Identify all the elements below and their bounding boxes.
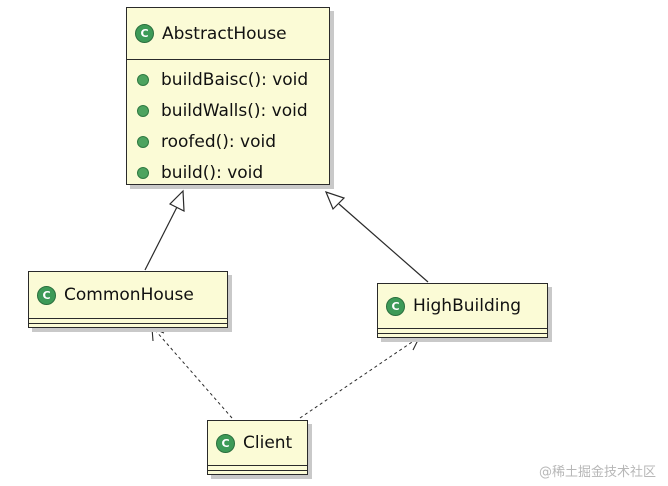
divider xyxy=(29,323,227,324)
class-icon: C xyxy=(37,285,56,305)
method-item: build(): void xyxy=(127,157,329,188)
class-header-abstract-house: C AbstractHouse xyxy=(127,8,329,59)
divider xyxy=(29,318,227,319)
divider xyxy=(208,465,307,466)
dependency-client-to-high xyxy=(299,337,420,419)
class-icon: C xyxy=(216,433,235,453)
dependency-client-to-common xyxy=(151,327,233,419)
method-item: buildWalls(): void xyxy=(127,95,329,126)
public-method-icon xyxy=(137,104,149,117)
divider xyxy=(378,333,547,334)
divider xyxy=(208,470,307,471)
method-signature: buildBaisc(): void xyxy=(161,69,309,90)
public-method-icon xyxy=(137,166,149,179)
method-signature: buildWalls(): void xyxy=(161,100,308,121)
public-method-icon xyxy=(137,73,149,86)
generalization-common-to-abstract xyxy=(144,189,185,271)
generalization-high-to-abstract xyxy=(324,191,429,283)
method-item: roofed(): void xyxy=(127,126,329,157)
method-item: buildBaisc(): void xyxy=(127,64,329,95)
class-name: CommonHouse xyxy=(64,285,194,305)
class-header-high-building: C HighBuilding xyxy=(378,284,547,328)
class-name: Client xyxy=(243,433,293,453)
method-signature: build(): void xyxy=(161,162,264,183)
public-method-icon xyxy=(137,135,149,148)
class-abstract-house[interactable]: C AbstractHouse buildBaisc(): void build… xyxy=(126,7,330,185)
divider xyxy=(378,328,547,329)
class-icon: C xyxy=(135,24,154,43)
method-signature: roofed(): void xyxy=(161,131,277,152)
class-high-building[interactable]: C HighBuilding xyxy=(377,283,548,338)
watermark: @稀土掘金技术社区 xyxy=(538,465,656,480)
class-icon: C xyxy=(386,296,405,316)
class-header-common-house: C CommonHouse xyxy=(29,272,227,318)
class-name: AbstractHouse xyxy=(162,23,287,44)
method-list: buildBaisc(): void buildWalls(): void ro… xyxy=(127,60,329,188)
class-header-client: C Client xyxy=(208,421,307,465)
class-client[interactable]: C Client xyxy=(207,420,308,475)
class-common-house[interactable]: C CommonHouse xyxy=(28,271,228,328)
divider xyxy=(127,59,329,60)
class-name: HighBuilding xyxy=(413,296,522,316)
